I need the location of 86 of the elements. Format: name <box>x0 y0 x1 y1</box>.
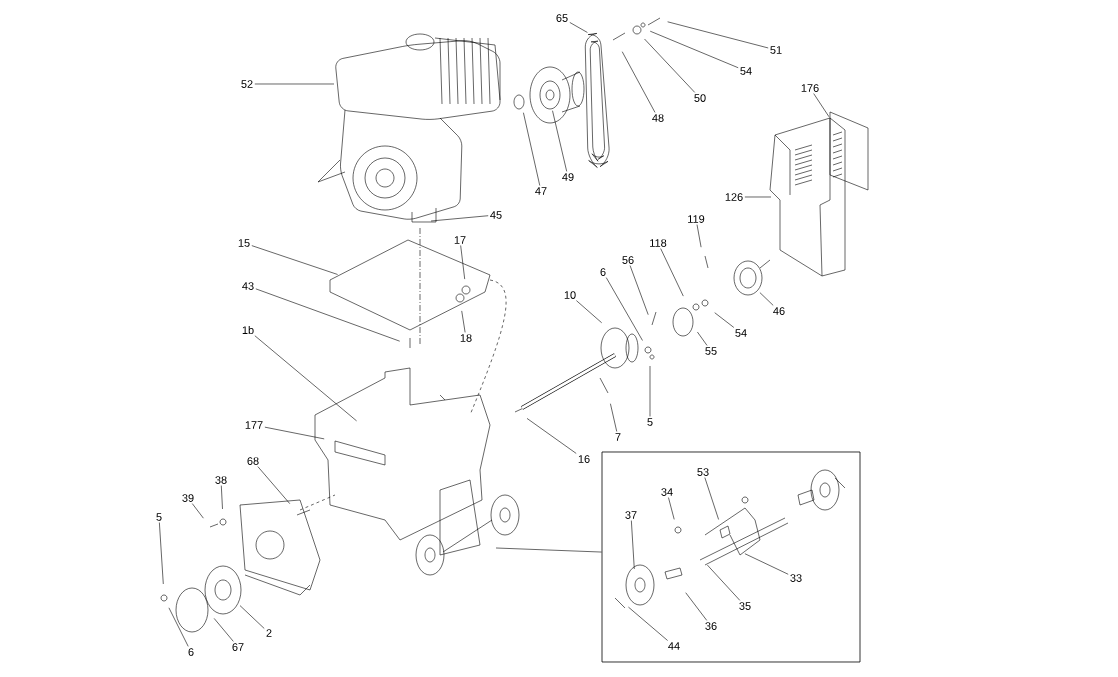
callout-number: 176 <box>801 84 819 92</box>
leader-line <box>239 605 265 629</box>
leader-line <box>649 365 651 417</box>
leader-line <box>251 245 338 275</box>
callout-number: 68 <box>247 457 259 465</box>
callout-number: 53 <box>697 468 709 476</box>
callout-number: 126 <box>725 193 743 201</box>
connector-line <box>495 547 602 553</box>
callout-number: 45 <box>490 211 502 219</box>
leader-line <box>523 112 541 186</box>
leader-line <box>605 277 643 341</box>
callout-number: 52 <box>241 80 253 88</box>
callout-number: 55 <box>705 347 717 355</box>
leader-line <box>221 485 223 510</box>
callout-number: 67 <box>232 643 244 651</box>
callout-number: 16 <box>578 455 590 463</box>
callout-number: 15 <box>238 239 250 247</box>
leader-line <box>714 312 735 328</box>
leader-line <box>696 224 702 248</box>
callout-number: 36 <box>705 622 717 630</box>
callout-number: 43 <box>242 282 254 290</box>
callout-number: 17 <box>454 236 466 244</box>
callout-number: 48 <box>652 114 664 122</box>
leader-line <box>707 564 741 601</box>
leader-line <box>744 553 789 575</box>
leader-line <box>255 288 400 342</box>
leader-line <box>461 310 466 333</box>
callout-number: 47 <box>535 187 547 195</box>
leader-line <box>628 606 668 641</box>
callout-number: 18 <box>460 334 472 342</box>
callout-number: 6 <box>188 648 194 656</box>
callout-number: 5 <box>647 418 653 426</box>
callout-number: 10 <box>564 291 576 299</box>
leader-line <box>685 592 708 621</box>
callout-number: 38 <box>215 476 227 484</box>
leader-line <box>569 22 588 33</box>
leader-line <box>697 331 708 346</box>
leader-line <box>168 607 189 647</box>
callout-number: 49 <box>562 173 574 181</box>
callout-number: 51 <box>770 46 782 54</box>
callout-number: 46 <box>773 307 785 315</box>
callout-number: 65 <box>556 14 568 22</box>
leader-line <box>610 403 618 432</box>
callout-number: 56 <box>622 256 634 264</box>
callout-number: 5 <box>156 513 162 521</box>
leader-line <box>526 418 577 454</box>
callout-number: 7 <box>615 433 621 441</box>
leader-line <box>649 30 739 69</box>
leader-line <box>254 335 357 422</box>
callout-number: 2 <box>266 629 272 637</box>
callout-number: 54 <box>735 329 747 337</box>
leader-line <box>552 110 567 172</box>
leader-line <box>704 477 719 520</box>
leader-line <box>759 292 774 306</box>
callout-number: 34 <box>661 488 673 496</box>
leader-line <box>576 300 602 324</box>
leader-line <box>257 466 291 504</box>
leader-line <box>264 426 325 440</box>
leader-line <box>668 497 675 520</box>
callout-number: 33 <box>790 574 802 582</box>
leader-line <box>744 196 772 198</box>
callout-number: 44 <box>668 642 680 650</box>
leader-line <box>430 215 489 222</box>
leader-line <box>631 520 635 570</box>
leader-line <box>667 21 769 49</box>
callout-number: 37 <box>625 511 637 519</box>
leader-line <box>644 38 696 93</box>
callout-number: 119 <box>688 215 705 223</box>
callout-number: 6 <box>600 268 606 276</box>
inset-frame <box>601 451 861 663</box>
callout-number: 1b <box>242 325 254 334</box>
callout-number: 39 <box>182 494 194 502</box>
leader-line <box>191 503 204 519</box>
leader-line <box>660 248 684 297</box>
leader-line <box>813 93 830 118</box>
leader-line <box>629 265 649 315</box>
leader-line <box>621 51 656 113</box>
callout-number: 118 <box>650 239 667 247</box>
callout-number: 50 <box>694 94 706 102</box>
leader-line <box>460 245 465 280</box>
leader-line <box>254 83 335 85</box>
leader-line <box>159 522 164 585</box>
callout-number: 177 <box>245 421 263 429</box>
callout-number: 54 <box>740 67 752 75</box>
callout-number: 35 <box>739 602 751 610</box>
leader-line <box>213 618 234 642</box>
